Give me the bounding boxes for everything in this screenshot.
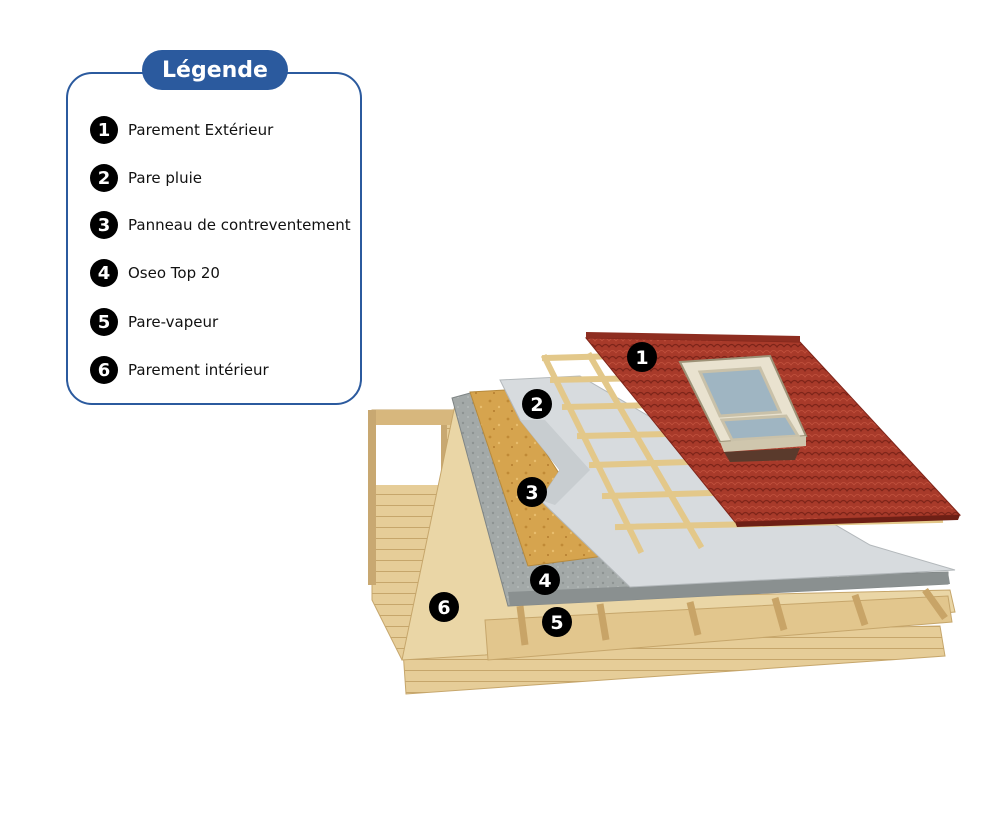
legend-item-1: 1 Parement Extérieur [90, 116, 351, 144]
legend-label-6: Parement intérieur [128, 361, 269, 379]
layer-marker-1: 1 [627, 342, 657, 372]
legend-item-4: 4 Oseo Top 20 [90, 259, 351, 287]
layer-marker-2: 2 [522, 389, 552, 419]
layer-marker-6: 6 [429, 592, 459, 622]
legend-number-5: 5 [90, 308, 118, 336]
layer-marker-3: 3 [517, 477, 547, 507]
legend-list: 1 Parement Extérieur 2 Pare pluie 3 Pann… [90, 116, 351, 384]
skylight-window [678, 354, 808, 462]
legend-number-4: 4 [90, 259, 118, 287]
legend-item-5: 5 Pare-vapeur [90, 308, 351, 336]
svg-text:1: 1 [635, 347, 648, 369]
legend-number-1: 1 [90, 116, 118, 144]
svg-text:4: 4 [538, 570, 551, 592]
layer-marker-4: 4 [530, 565, 560, 595]
svg-text:3: 3 [525, 482, 538, 504]
legend-label-3: Panneau de contreventement [128, 216, 351, 234]
legend-item-3: 3 Panneau de contreventement [90, 211, 351, 239]
legend-item-2: 2 Pare pluie [90, 164, 351, 192]
svg-text:5: 5 [550, 612, 563, 634]
legend-number-6: 6 [90, 356, 118, 384]
layer-marker-5: 5 [542, 607, 572, 637]
legend-item-6: 6 Parement intérieur [90, 356, 351, 384]
legend-label-2: Pare pluie [128, 169, 202, 187]
legend-number-3: 3 [90, 211, 118, 239]
legend-title: Légende [142, 50, 288, 90]
legend-label-4: Oseo Top 20 [128, 264, 220, 282]
legend-label-5: Pare-vapeur [128, 313, 219, 331]
legend-label-1: Parement Extérieur [128, 121, 274, 139]
svg-text:2: 2 [530, 394, 543, 416]
svg-text:6: 6 [437, 597, 450, 619]
legend-number-2: 2 [90, 164, 118, 192]
